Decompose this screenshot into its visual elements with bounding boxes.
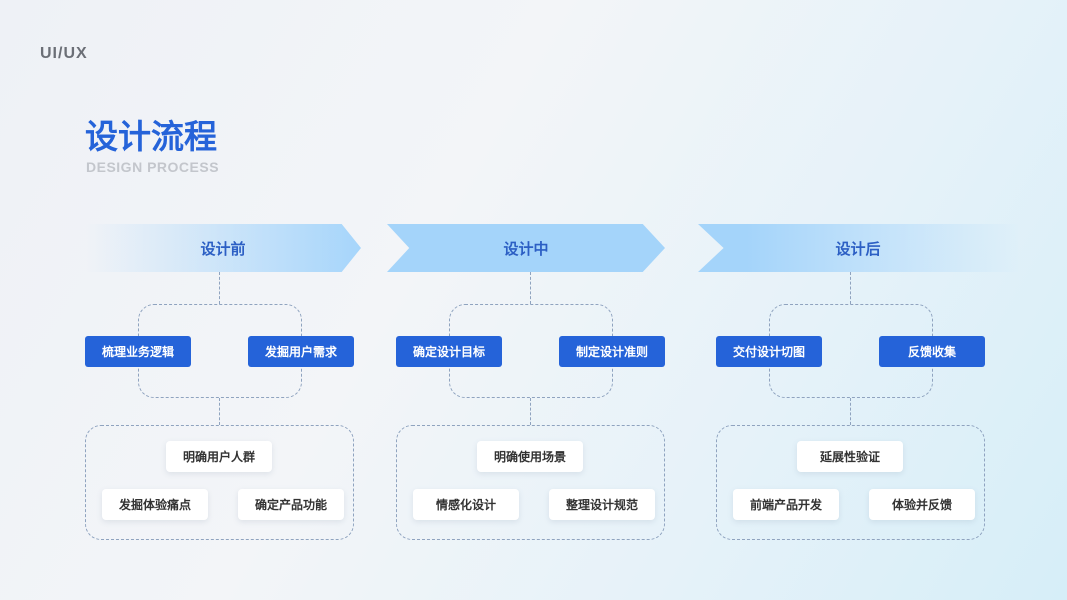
connector <box>530 272 531 304</box>
connector <box>219 398 220 425</box>
brand-label: UI/UX <box>40 45 88 62</box>
page-title: 设计流程 <box>85 117 217 156</box>
phase-arrow: 设计中 <box>387 224 665 272</box>
task-button[interactable]: 发掘用户需求 <box>248 336 354 367</box>
outcome-card: 发掘体验痛点 <box>102 489 208 520</box>
page-subtitle: DESIGN PROCESS <box>86 159 220 175</box>
outcome-card: 整理设计规范 <box>549 489 655 520</box>
outcome-group-frame <box>716 425 985 540</box>
task-button[interactable]: 反馈收集 <box>879 336 985 367</box>
outcome-card: 明确用户人群 <box>166 441 272 472</box>
outcome-card: 体验并反馈 <box>869 489 975 520</box>
phase-before: 设计前 梳理业务逻辑 发掘用户需求 明确用户人群 发掘体验痛点 确定产品功能 <box>0 0 361 600</box>
connector <box>850 398 851 425</box>
outcome-card: 明确使用场景 <box>477 441 583 472</box>
outcome-card: 前端产品开发 <box>733 489 839 520</box>
task-button[interactable]: 交付设计切图 <box>716 336 822 367</box>
connector <box>219 272 220 304</box>
phase-arrow: 设计后 <box>698 224 1018 272</box>
task-button[interactable]: 制定设计准则 <box>559 336 665 367</box>
phase-during: 设计中 确定设计目标 制定设计准则 明确使用场景 情感化设计 整理设计规范 <box>311 0 665 600</box>
task-button[interactable]: 确定设计目标 <box>396 336 502 367</box>
task-button[interactable]: 梳理业务逻辑 <box>85 336 191 367</box>
phase-arrow: 设计前 <box>85 224 361 272</box>
outcome-group-frame <box>396 425 665 540</box>
connector <box>530 398 531 425</box>
phase-after: 设计后 交付设计切图 反馈收集 延展性验证 前端产品开发 体验并反馈 <box>631 0 1018 600</box>
outcome-group-frame <box>85 425 354 540</box>
outcome-card: 延展性验证 <box>797 441 903 472</box>
outcome-card: 确定产品功能 <box>238 489 344 520</box>
outcome-card: 情感化设计 <box>413 489 519 520</box>
connector <box>850 272 851 304</box>
